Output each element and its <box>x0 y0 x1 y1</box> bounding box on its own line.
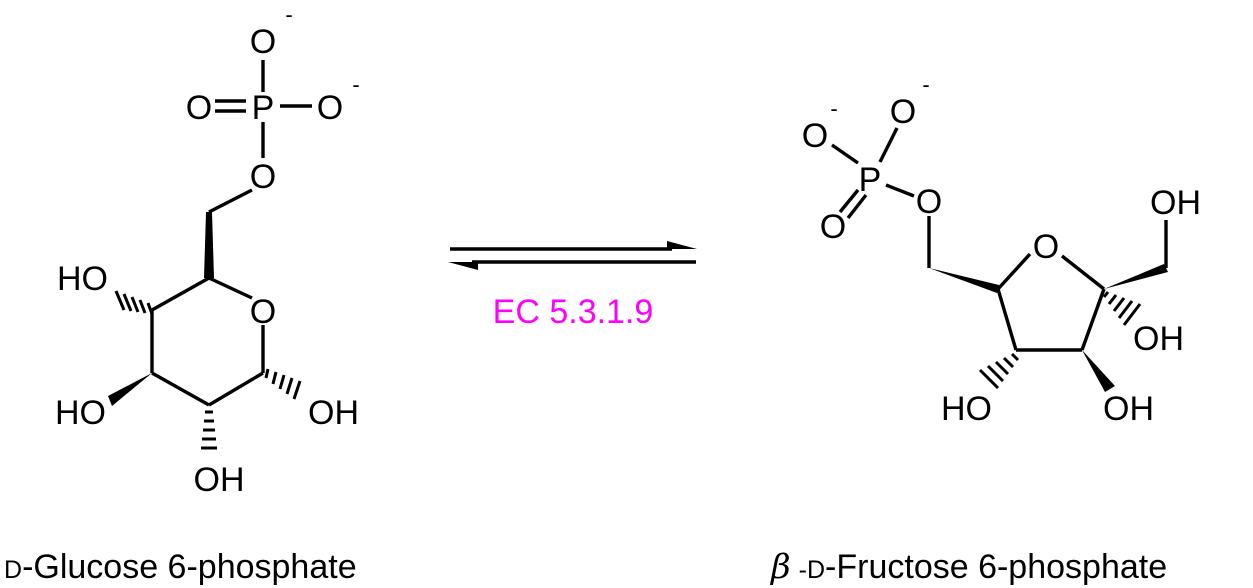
bond-p-o-up <box>878 127 899 163</box>
product-name-greek: β <box>769 547 791 587</box>
substrate-name-rest: -Glucose 6-phosphate <box>22 548 357 586</box>
glc-hydroxyl-c4: HO <box>57 260 108 298</box>
bond-o-c6 <box>208 188 253 214</box>
bond-p-o-double-1 <box>838 188 860 214</box>
fru-charge-up: - <box>922 72 929 97</box>
forward-arrow-head <box>667 241 697 249</box>
bond-c5-o5 <box>208 276 253 300</box>
glc-atom-o-ring: O <box>250 293 276 331</box>
glc-hydroxyl-c2: OH <box>194 461 245 499</box>
wedge-c3-oh <box>1082 350 1115 392</box>
hash-c4-oh <box>978 352 1020 390</box>
glucose-6-phosphate-structure: O - O P O - O O HO HO OH OH D-Glucose 6-… <box>4 2 360 586</box>
fructose-6-phosphate-structure: O - O - P O O O OH OH HO OH β -D-Fructose… <box>769 72 1201 587</box>
fru-atom-o-ester: O <box>916 183 942 221</box>
equilibrium-arrows: EC 5.3.1.9 <box>448 241 697 331</box>
fru-atom-o-up: O <box>890 93 916 131</box>
bond-c2-c3 <box>151 371 210 407</box>
wedge-c2-c1 <box>1104 264 1168 289</box>
fru-hydroxyl-c2: OH <box>1133 320 1184 358</box>
glc-charge-top: - <box>285 2 292 27</box>
fru-charge-left: - <box>830 96 837 121</box>
enzyme-label: EC 5.3.1.9 <box>493 293 654 331</box>
bond-c4-c5 <box>996 288 1018 351</box>
glc-atom-o-right: O <box>317 89 343 127</box>
product-name: β -D-Fructose 6-phosphate <box>769 547 1167 587</box>
glc-hydroxyl-c3: HO <box>55 394 106 432</box>
bond-c5-o <box>996 252 1032 291</box>
glc-atom-p: P <box>252 89 275 127</box>
glc-charge-right: - <box>352 72 359 97</box>
glc-atom-o-top: O <box>250 23 276 61</box>
glc-atom-o-double: O <box>186 89 212 127</box>
glc-hydroxyl-c1: OH <box>308 394 359 432</box>
reverse-arrow-head <box>448 262 478 270</box>
product-name-rest: -Fructose 6-phosphate <box>825 548 1167 586</box>
bond-p-o-ester <box>885 183 915 198</box>
bond-c2-c3 <box>1080 288 1106 351</box>
fru-hydroxyl-c3: OH <box>1103 390 1154 428</box>
fru-hydroxyl-c4: HO <box>941 390 992 428</box>
hash-c2-oh <box>1102 291 1142 326</box>
hash-c1-oh <box>264 368 302 400</box>
wedge-c6-c5 <box>204 212 214 278</box>
fru-hydroxyl-c1: OH <box>1150 184 1201 222</box>
hash-c2-oh <box>201 410 217 450</box>
fru-atom-o-ring: O <box>1033 228 1059 266</box>
fru-atom-o-double: O <box>820 208 846 246</box>
product-name-prefix: -D <box>799 556 825 584</box>
bond-o-c2 <box>1060 254 1106 291</box>
bond-p-o-double-2 <box>846 193 868 220</box>
wedge-c3-oh <box>108 373 152 406</box>
wedge-c6-c5 <box>929 268 999 293</box>
glc-atom-o-ester: O <box>250 158 276 196</box>
fru-atom-o-left: O <box>802 117 828 155</box>
substrate-name-prefix: D <box>4 556 22 584</box>
bond-c1-c2 <box>208 371 264 407</box>
substrate-name: D-Glucose 6-phosphate <box>4 548 357 586</box>
bond-c4-c5 <box>151 276 210 312</box>
bond-p-o-left <box>831 143 859 165</box>
fru-atom-p: P <box>859 161 882 199</box>
hash-c4-oh <box>114 290 154 315</box>
